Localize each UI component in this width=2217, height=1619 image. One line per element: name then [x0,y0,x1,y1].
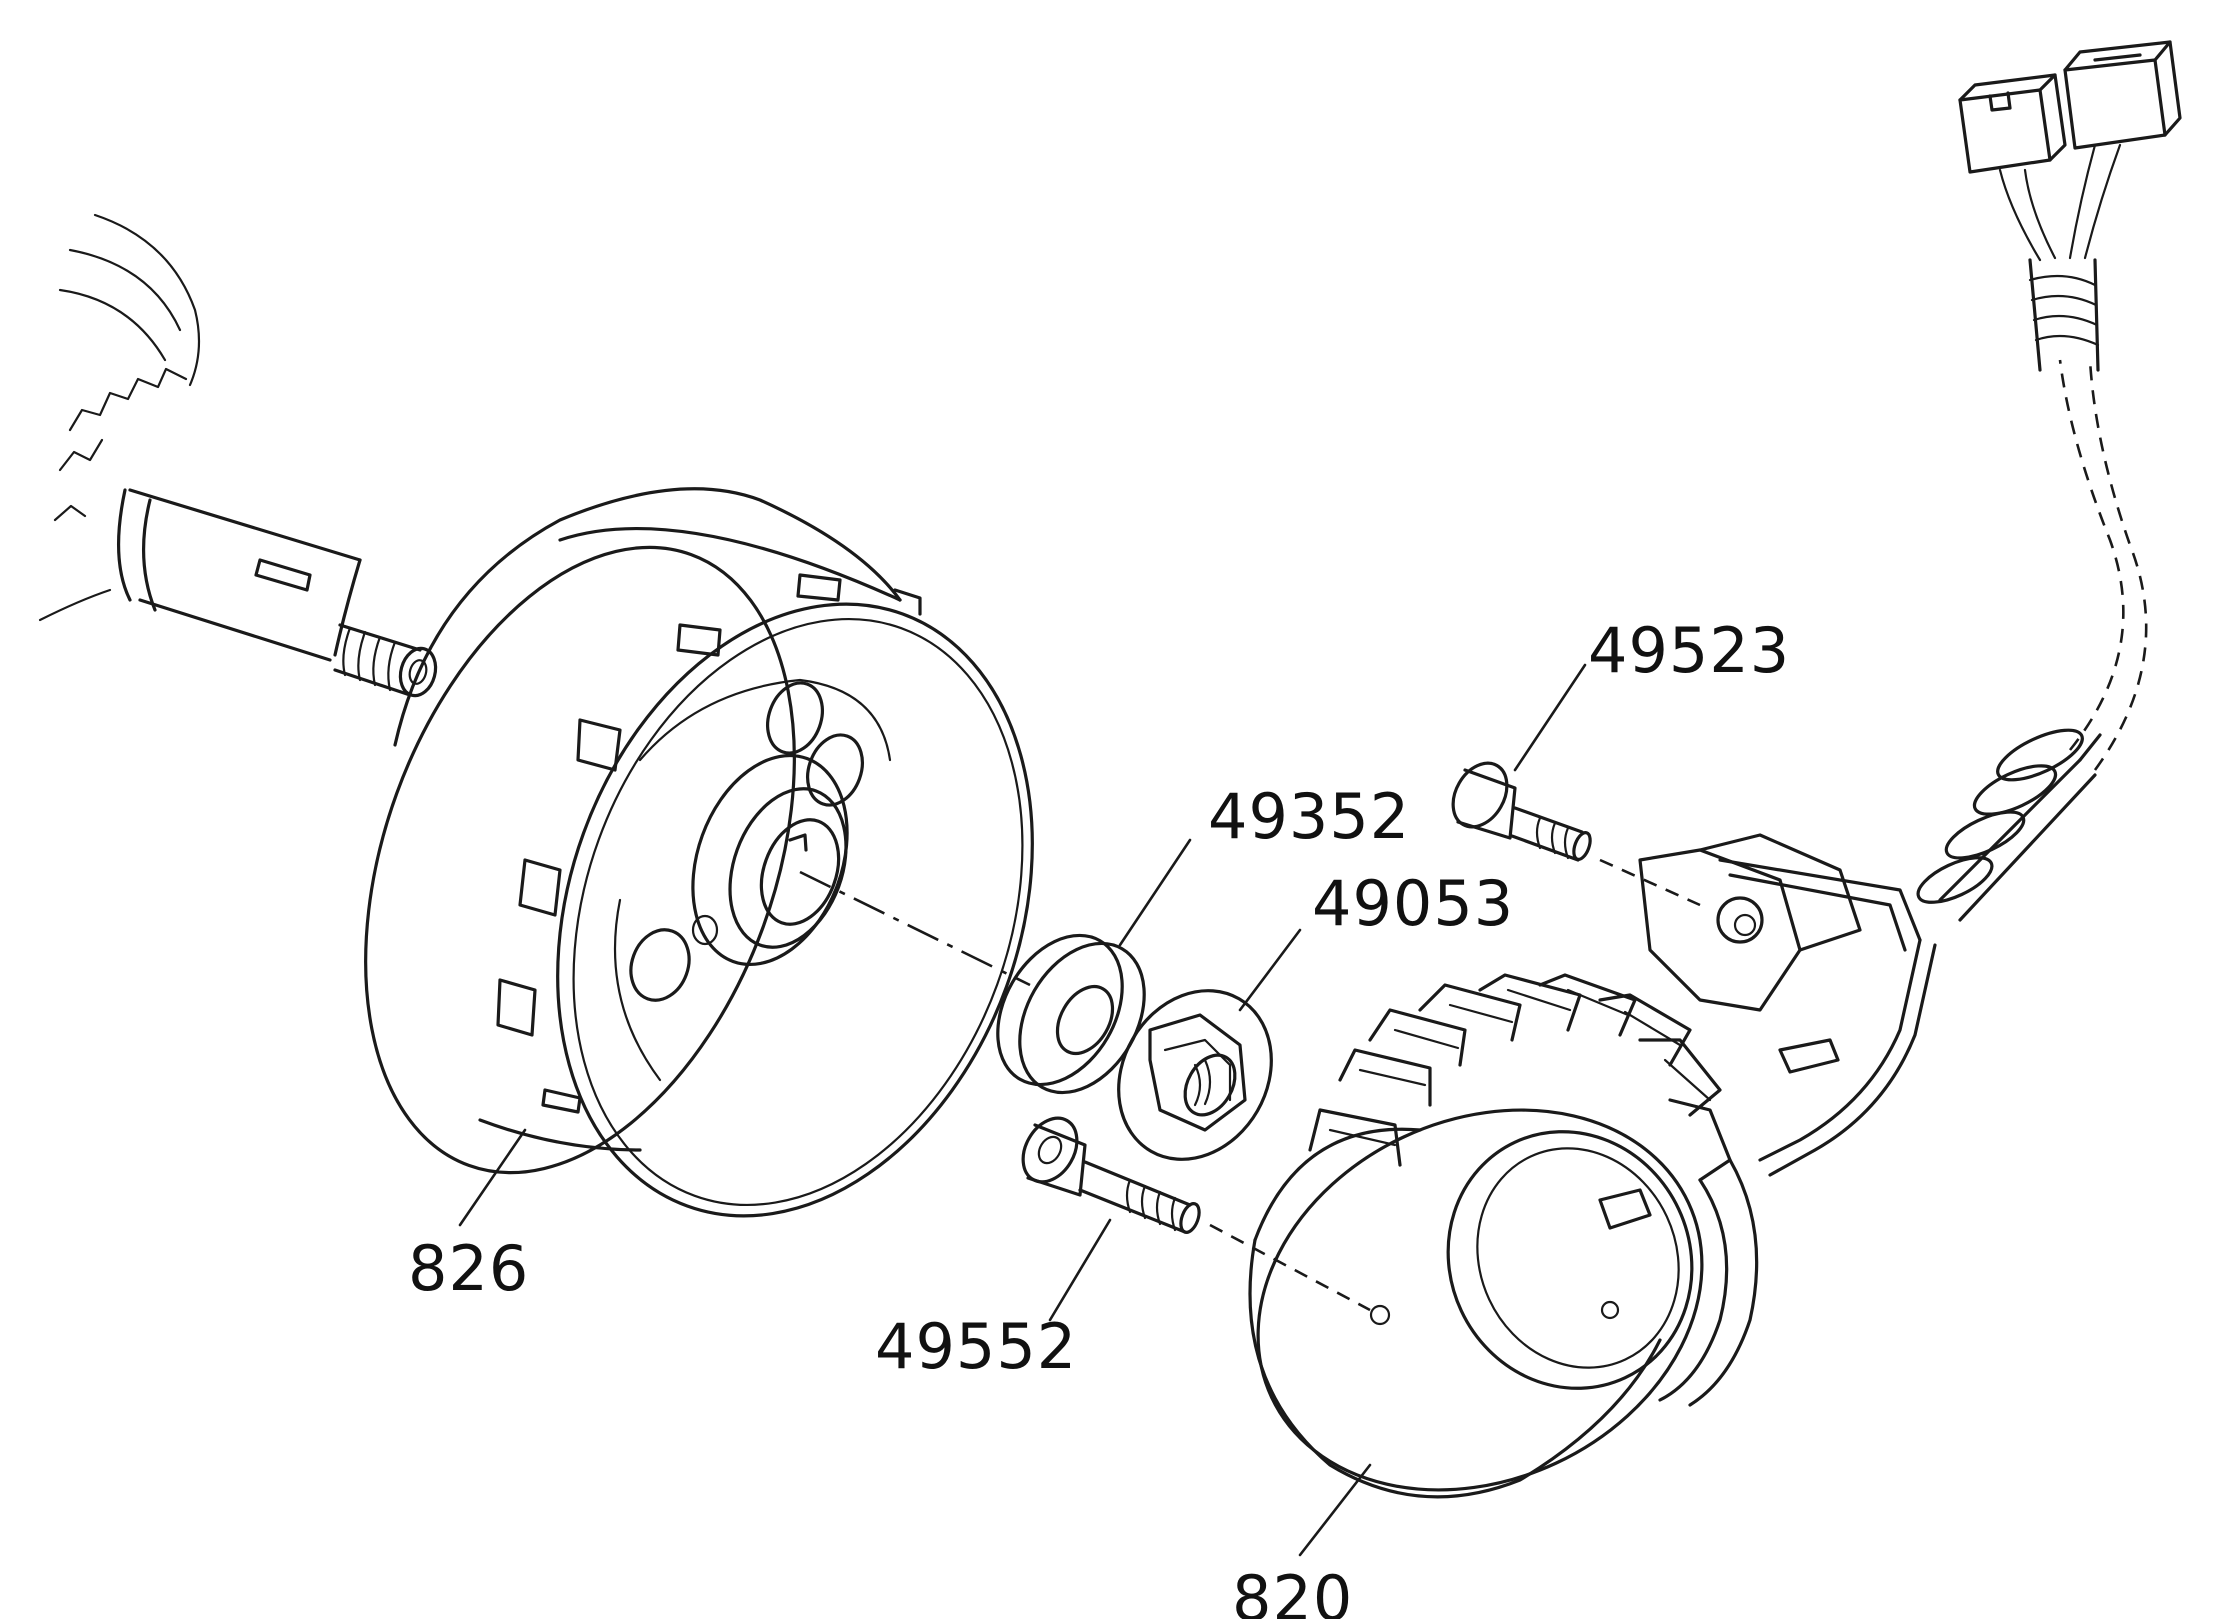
flywheel-drawing [364,487,1034,1218]
leader-49352 [1118,838,1192,947]
leader-49523 [1513,663,1587,772]
label-bolt: 49552 [875,1310,1077,1383]
stator-drawing [1248,973,1759,1499]
leader-49053 [1238,928,1302,1012]
leader-49552 [1048,1218,1112,1322]
label-washer: 49352 [1208,780,1410,853]
bolt-axis-line [1209,1223,1371,1312]
crankshaft-drawing [38,213,438,698]
leader-826 [458,1128,527,1227]
screw-axis-line [1599,858,1701,907]
label-stator-screw: 49523 [1588,614,1790,687]
leader-820 [1298,1463,1372,1557]
stator-screw-drawing [1451,761,1592,862]
label-nut: 49053 [1312,867,1514,940]
bolt-drawing [1021,1116,1201,1234]
flywheel-axis-line [799,870,1031,987]
pickup-and-wiring-drawing [1638,40,2182,1177]
label-flywheel: 826 [408,1232,529,1305]
washer-drawing [996,933,1146,1095]
label-stator: 820 [1232,1562,1353,1619]
nut-drawing [1117,989,1273,1161]
